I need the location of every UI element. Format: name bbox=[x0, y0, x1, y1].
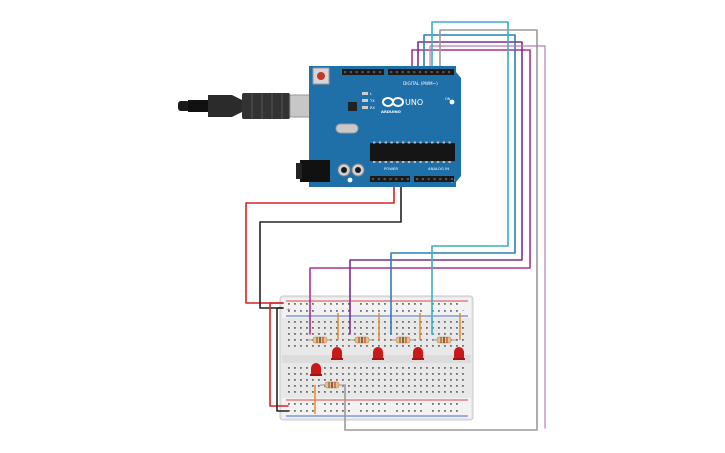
led-l-label: L bbox=[370, 92, 372, 96]
usb-plug-icon bbox=[178, 93, 311, 119]
analog-header-label: ANALOG IN bbox=[428, 166, 449, 171]
wire-5v-red[interactable] bbox=[245, 183, 395, 304]
arduino-uno-board[interactable]: DIGITAL (PWM~) L TX RX UNO ARDUINO PO bbox=[296, 66, 461, 187]
resistor-5[interactable] bbox=[320, 381, 345, 389]
wire-blue[interactable] bbox=[390, 34, 516, 335]
led-1[interactable] bbox=[331, 347, 343, 360]
wire-rail-black-left[interactable] bbox=[276, 307, 289, 412]
led-5[interactable] bbox=[310, 363, 322, 376]
components bbox=[308, 313, 465, 414]
arduino-logo-icon bbox=[382, 97, 404, 107]
wire-cyan[interactable] bbox=[431, 21, 509, 335]
led-on-label: ON bbox=[445, 97, 451, 101]
resistor-1[interactable] bbox=[308, 336, 332, 344]
digital-header-label: DIGITAL (PWM~) bbox=[403, 81, 438, 86]
wire-purple[interactable] bbox=[349, 41, 523, 335]
reset-button[interactable] bbox=[312, 67, 330, 85]
wire-magenta[interactable] bbox=[309, 49, 531, 335]
led-4[interactable] bbox=[453, 347, 465, 360]
board-model: UNO bbox=[405, 98, 423, 107]
wire-gnd-black[interactable] bbox=[259, 183, 402, 309]
wires bbox=[245, 21, 546, 431]
rail-minus-top: - bbox=[462, 307, 464, 314]
power-header-label: POWER bbox=[384, 166, 398, 171]
breadboard-holes bbox=[288, 303, 464, 412]
resistor-4[interactable] bbox=[432, 336, 456, 344]
board-brand: ARDUINO bbox=[381, 109, 402, 114]
led-3[interactable] bbox=[412, 347, 424, 360]
wire-pink[interactable] bbox=[429, 45, 546, 429]
wire-rail-red-left[interactable] bbox=[269, 302, 289, 407]
resistor-2[interactable] bbox=[350, 336, 374, 344]
resistor-3[interactable] bbox=[391, 336, 415, 344]
wire-gray[interactable] bbox=[344, 29, 538, 431]
led-2[interactable] bbox=[372, 347, 384, 360]
led-tx-label: TX bbox=[369, 99, 375, 103]
led-rx-label: RX bbox=[370, 106, 375, 110]
